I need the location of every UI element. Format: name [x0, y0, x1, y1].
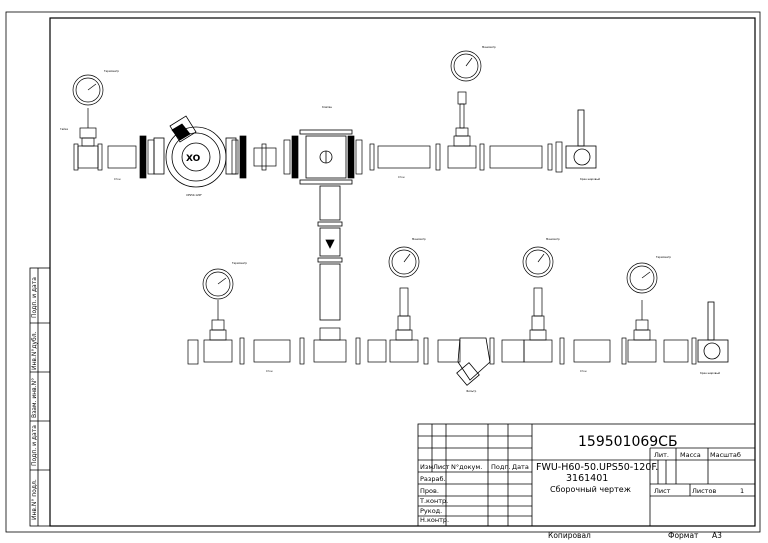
bottom-filter — [456, 337, 491, 386]
bottom-tee-riser — [313, 327, 347, 363]
sheet-outer-border — [5, 11, 761, 533]
listov-value: 1 — [740, 487, 744, 495]
stamp-inv-podl: Инв.N° подл. — [31, 479, 38, 520]
doc-type: Сборочный чертеж — [550, 485, 631, 494]
top-fitting-thermometer-1 — [72, 74, 104, 169]
bottom-fitting-thermometer-2 — [626, 262, 658, 363]
row-rukov: Рукод. — [420, 507, 442, 515]
title-block — [417, 423, 756, 527]
vertical-riser — [317, 185, 343, 321]
format-label: Формат — [668, 531, 699, 540]
label-manometer-1: Манометр — [482, 45, 496, 49]
top-fitting-manometer — [447, 50, 482, 169]
bottom-fitting-manometer-1 — [388, 246, 420, 363]
label-thermometer-1: Термометр — [104, 69, 119, 73]
label-sleeve-3: Сгон — [266, 369, 273, 373]
label-pump-brand: UPS50-120F — [186, 193, 202, 197]
col-podp: Подп. — [491, 463, 511, 471]
row-nkontr: Н.контр. — [420, 516, 449, 524]
top-check-valve — [299, 129, 353, 185]
label-gasket-1: Гайка — [60, 127, 68, 131]
col-ndokum: N°докум. — [451, 463, 482, 471]
stamp-podp-data-2: Подп. и дата — [31, 425, 38, 466]
top-pipeline — [73, 135, 563, 179]
label-filter: Фильтр — [466, 389, 477, 393]
col-list: Лист — [433, 463, 450, 471]
label-check-valve: Клапан — [322, 105, 332, 109]
bottom-fitting-manometer-2 — [522, 246, 554, 363]
label-manometer-3: Манометр — [546, 237, 560, 241]
pump-body — [153, 115, 237, 188]
label-sleeve-2: Сгон — [398, 175, 405, 179]
label-valve-1: Кран шаровый — [580, 177, 600, 181]
col-izm: Изм — [420, 463, 433, 471]
list-label: Лист — [654, 487, 671, 495]
doc-number: 159501069СБ — [578, 434, 678, 450]
stamp-podp-data-1: Подп. и дата — [31, 277, 38, 318]
kopiroval-label: Копировал — [548, 531, 591, 540]
label-thermometer-3: Термометр — [656, 255, 671, 259]
bottom-pipeline — [187, 337, 697, 365]
row-tkontr: Т.контр. — [419, 497, 448, 505]
bottom-fitting-thermometer-1 — [202, 268, 234, 363]
callout-labels: Термометр Гайка Сгон UPS50-120F Клапан М… — [60, 45, 720, 393]
masshtab-header: Масштаб — [710, 451, 741, 459]
row-razrab: Разраб. — [420, 475, 446, 483]
stamp-inv-dubl: Инв.N°дубл. — [31, 331, 38, 370]
listov-label: Листов — [692, 487, 716, 495]
col-data: Дата — [512, 463, 529, 471]
side-stamp-column — [29, 267, 51, 527]
doc-name-line1: FWU-H60-50.UPS50-120F. — [536, 462, 658, 473]
lit-header: Лит. — [654, 451, 669, 459]
bottom-ball-valve — [697, 301, 729, 363]
label-sleeve-4: Сгон — [580, 369, 587, 373]
top-ball-valve — [565, 109, 597, 169]
pump-logo: XO — [186, 154, 201, 164]
label-valve-2: Кран шаровый — [700, 371, 720, 375]
row-prov: Пров. — [420, 487, 439, 495]
format-value: A3 — [712, 531, 722, 540]
label-sleeve-1: Сгон — [114, 177, 121, 181]
massa-header: Масса — [680, 451, 701, 459]
label-thermometer-2: Термометр — [232, 261, 247, 265]
doc-name-line2: 3161401 — [566, 473, 608, 484]
stamp-vzam-inv: Взам. инв.N° — [31, 378, 38, 418]
label-manometer-2: Манометр — [412, 237, 426, 241]
